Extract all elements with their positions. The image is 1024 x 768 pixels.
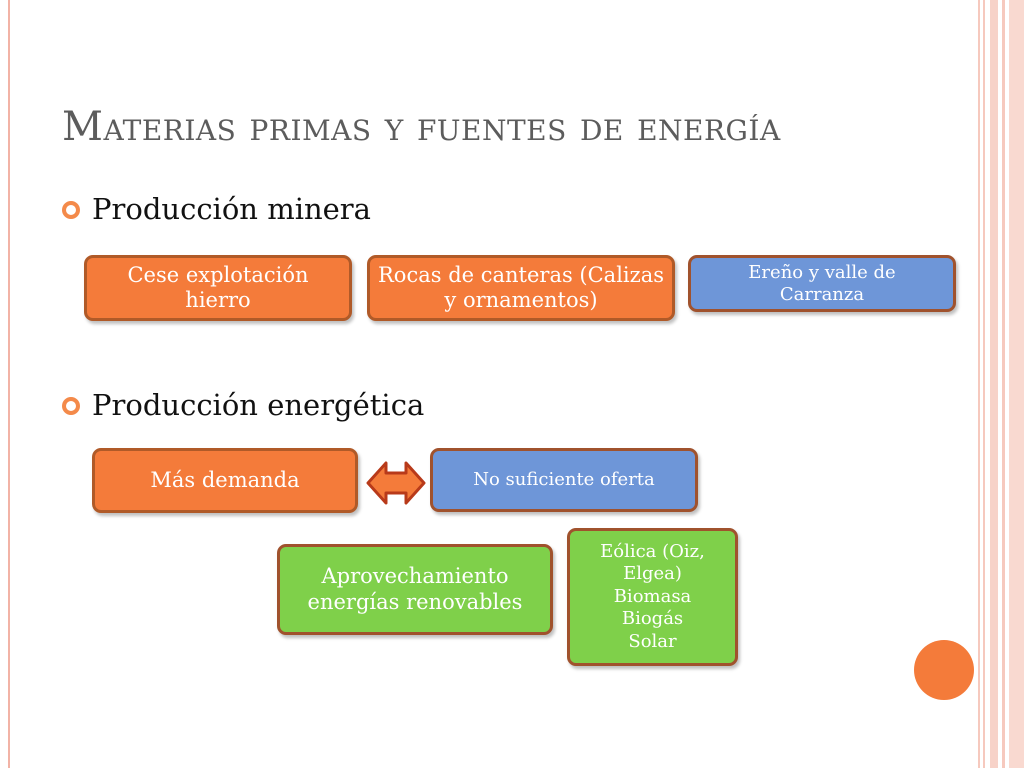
box-label: Cese explotación hierro xyxy=(127,262,309,312)
box-rocas-canteras: Rocas de canteras (Calizas y ornamentos) xyxy=(367,255,675,321)
right-decorative-stripes xyxy=(978,0,1024,768)
box-label: No suficiente oferta xyxy=(473,469,655,491)
bullet-produccion-minera: Producción minera xyxy=(62,192,371,226)
box-renovables-list: Eólica (Oiz, Elgea) Biomasa Biogás Solar xyxy=(567,528,738,666)
bullet-produccion-energetica: Producción energética xyxy=(62,388,424,422)
bullet-text: Producción energética xyxy=(92,388,425,422)
box-cese-explotacion: Cese explotación hierro xyxy=(84,255,352,321)
decorative-orange-circle xyxy=(914,640,974,700)
bullet-circle-icon xyxy=(62,397,80,415)
renovable-item-biomasa: Biomasa xyxy=(613,585,692,607)
slide-title: Materias primas y fuentes de energía xyxy=(62,104,781,150)
box-label: Aprovechamiento energías renovables xyxy=(307,564,523,614)
left-border-line xyxy=(8,0,10,768)
box-label: Ereño y valle de Carranza xyxy=(748,261,896,305)
double-arrow-icon xyxy=(366,461,426,505)
box-aprovechamiento-renovables: Aprovechamiento energías renovables xyxy=(277,544,553,635)
box-no-suficiente-oferta: No suficiente oferta xyxy=(430,448,698,512)
box-label: Rocas de canteras (Calizas y ornamentos) xyxy=(378,262,664,312)
bullet-text: Producción minera xyxy=(92,192,371,226)
renovable-item-eolica: Eólica (Oiz, Elgea) xyxy=(600,540,705,585)
box-ereno-carranza: Ereño y valle de Carranza xyxy=(688,255,956,312)
box-label: Más demanda xyxy=(150,467,300,492)
bullet-circle-icon xyxy=(62,201,80,219)
box-mas-demanda: Más demanda xyxy=(92,448,358,513)
renovable-item-solar: Solar xyxy=(628,630,677,652)
renovable-item-biogas: Biogás xyxy=(621,608,684,630)
